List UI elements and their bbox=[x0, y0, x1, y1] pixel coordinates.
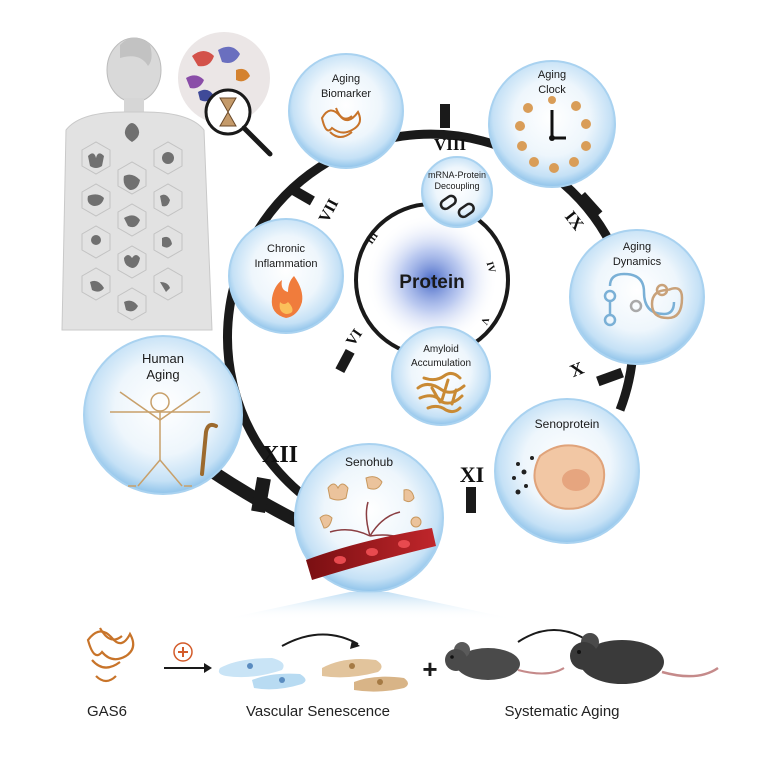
svg-text:Human: Human bbox=[142, 351, 184, 366]
fibril-icon bbox=[416, 371, 466, 414]
node-senohub: Senohub bbox=[294, 443, 444, 593]
clock-ticks bbox=[251, 104, 624, 513]
numeral-viii: VIII bbox=[434, 135, 467, 154]
organ-icons bbox=[319, 476, 422, 529]
svg-text:Clock: Clock bbox=[538, 84, 566, 96]
protein-glow bbox=[366, 214, 498, 346]
plus-symbol: + bbox=[422, 654, 437, 684]
svg-text:Chronic: Chronic bbox=[267, 243, 305, 255]
protein-label: Protein bbox=[399, 272, 464, 293]
svg-text:Aging: Aging bbox=[538, 69, 566, 81]
spotlight-beam bbox=[220, 592, 518, 620]
dynamics-network-icon bbox=[603, 272, 684, 327]
organ-dots bbox=[515, 96, 591, 173]
broken-link-icon bbox=[439, 194, 475, 219]
svg-text:Accumulation: Accumulation bbox=[411, 358, 471, 369]
svg-text:Inflammation: Inflammation bbox=[255, 258, 318, 270]
svg-text:Aging: Aging bbox=[332, 73, 360, 85]
svg-text:Senohub: Senohub bbox=[345, 455, 393, 469]
node-chronic-inflammation: Chronic Inflammation bbox=[228, 218, 344, 334]
svg-text:Senoprotein: Senoprotein bbox=[535, 417, 600, 431]
svg-text:mRNA-Protein: mRNA-Protein bbox=[428, 170, 486, 180]
vascular-cells bbox=[218, 633, 408, 692]
node-mrna-decoupling: mRNA-Protein Decoupling bbox=[421, 156, 493, 228]
secretion-dots bbox=[512, 456, 534, 495]
inner-numeral-v: V bbox=[478, 316, 491, 327]
gas6-label: GAS6 bbox=[87, 703, 127, 720]
inner-numeral-iv: IV bbox=[484, 261, 498, 275]
numeral-vii: VII bbox=[316, 196, 342, 225]
node-human-aging: Human Aging bbox=[83, 335, 243, 495]
mouse-young-icon bbox=[445, 642, 565, 680]
numeral-ix: IX bbox=[561, 207, 588, 234]
node-aging-dynamics: Aging Dynamics bbox=[569, 229, 705, 365]
node-amyloid-accumulation: Amyloid Accumulation bbox=[391, 326, 491, 426]
activation-indicator bbox=[164, 642, 212, 673]
protein-icon bbox=[320, 107, 361, 138]
cane-icon bbox=[200, 422, 218, 476]
node-aging-biomarker: Aging Biomarker bbox=[288, 53, 404, 169]
node-senoprotein: Senoprotein bbox=[494, 398, 640, 544]
human-body-illustration bbox=[61, 32, 273, 331]
numeral-xi: XI bbox=[460, 462, 484, 487]
clock-icon bbox=[549, 110, 566, 141]
vascular-senescence-label: Vascular Senescence bbox=[246, 703, 390, 720]
node-aging-clock: Aging Clock bbox=[488, 60, 616, 188]
svg-text:Biomarker: Biomarker bbox=[321, 88, 371, 100]
svg-text:Dynamics: Dynamics bbox=[613, 256, 662, 268]
mouse-old-icon bbox=[570, 633, 719, 684]
vitruvian-man-icon bbox=[110, 391, 210, 487]
svg-text:Aging: Aging bbox=[146, 367, 179, 382]
flame-icon bbox=[271, 276, 303, 318]
svg-text:Aging: Aging bbox=[623, 241, 651, 253]
svg-text:Amyloid: Amyloid bbox=[423, 344, 459, 355]
svg-text:Decoupling: Decoupling bbox=[434, 181, 479, 191]
aging-arrow bbox=[517, 629, 591, 643]
gas6-protein-icon bbox=[86, 627, 135, 683]
numeral-vi: VI bbox=[343, 326, 366, 349]
numeral-x: X bbox=[567, 358, 587, 381]
systematic-aging-label: Systematic Aging bbox=[504, 703, 619, 720]
numeral-xii: XII bbox=[262, 442, 298, 468]
